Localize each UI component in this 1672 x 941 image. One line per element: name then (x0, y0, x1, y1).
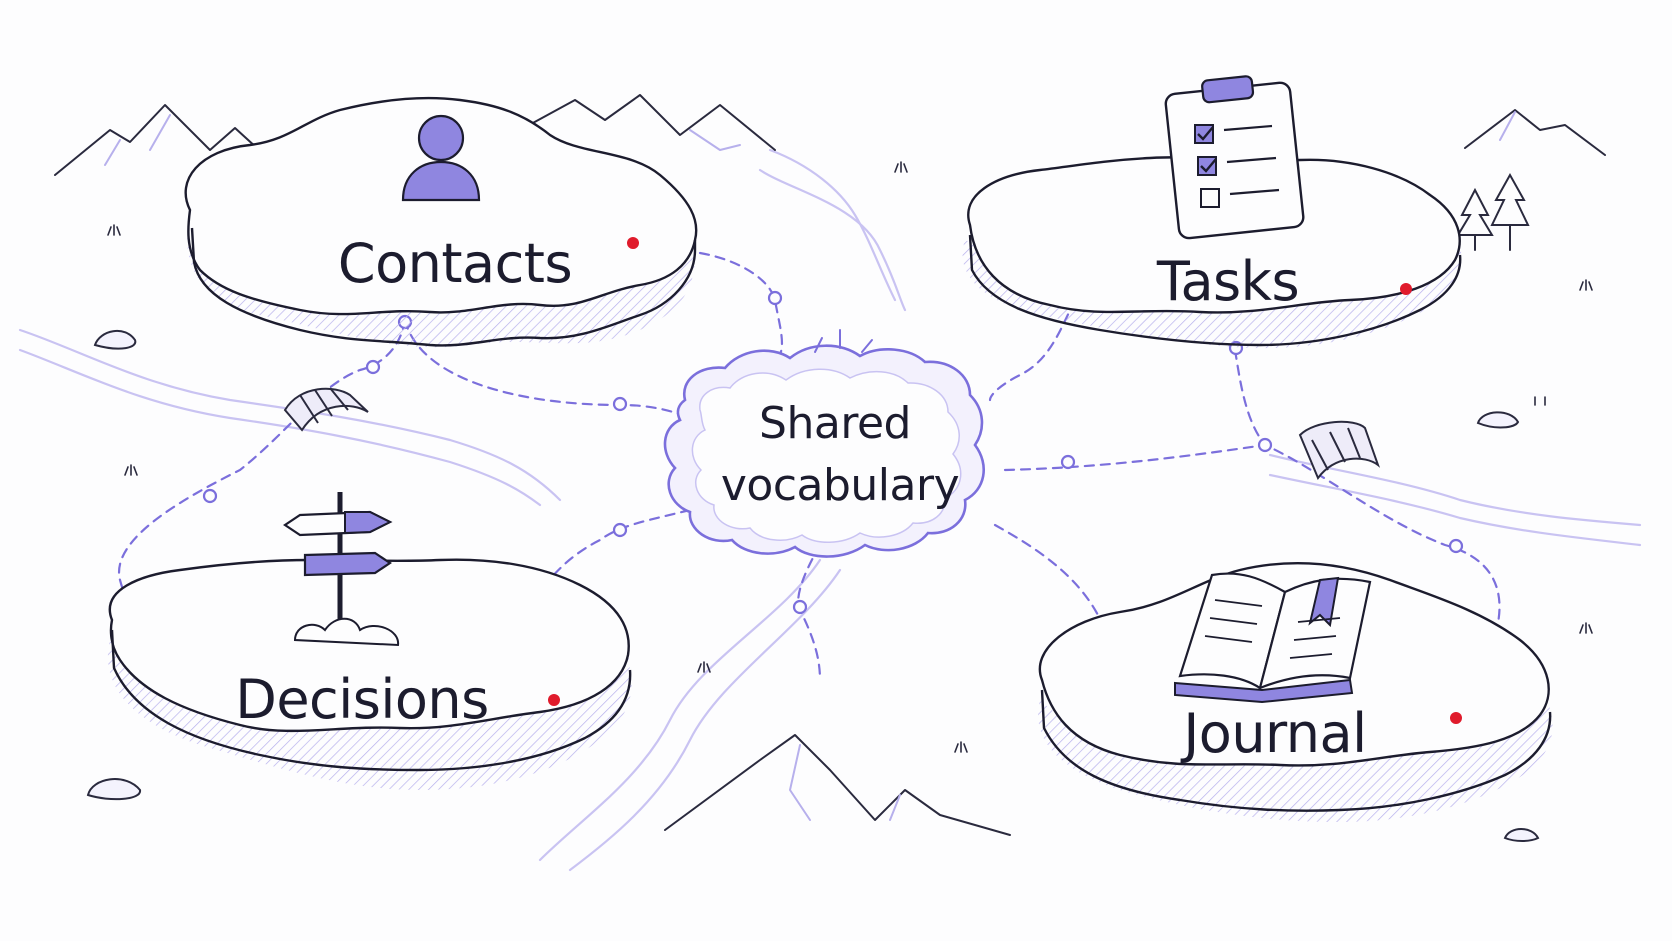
island-label: Decisions (235, 668, 489, 731)
hub-label-line1: Shared (759, 398, 911, 449)
mountain-top-left (54, 104, 271, 176)
rock (86, 778, 141, 801)
signpost-icon (283, 492, 400, 647)
mountain-bottom (664, 734, 1011, 836)
island-contacts[interactable]: Contacts (184, 96, 698, 348)
rock (93, 330, 137, 350)
emphasis-marks (814, 329, 873, 353)
connector-contacts-hub (403, 318, 692, 420)
connector-node (365, 359, 381, 375)
island-decisions[interactable]: Decisions (107, 492, 632, 790)
open-book-icon (1174, 572, 1372, 704)
connector-node (1257, 437, 1273, 453)
marker-dot (627, 237, 639, 249)
connector-node (612, 522, 628, 538)
clipboard-checklist-icon (1164, 75, 1305, 240)
connector-node (1060, 454, 1076, 470)
connector-node (1448, 538, 1464, 554)
rock (1503, 828, 1540, 842)
rocks (86, 330, 1540, 842)
island-label: Contacts (338, 232, 572, 295)
island-journal[interactable]: Journal (1038, 561, 1553, 822)
connector-contacts-decisions (117, 318, 407, 617)
connector-node (767, 290, 783, 306)
connector-tasks-bridge (1233, 348, 1267, 447)
mountain-top-right (1464, 109, 1606, 156)
mountains (54, 94, 1606, 836)
island-label: Tasks (1156, 250, 1299, 313)
pine-trees-icon (1456, 172, 1530, 251)
river-bottom (538, 558, 822, 862)
river-top (758, 168, 907, 312)
hub-shared-vocabulary[interactable]: Shared vocabulary (663, 329, 985, 558)
person-icon (401, 114, 481, 202)
bridge-icon (1298, 420, 1381, 481)
mountain-top-center (519, 94, 776, 151)
marker-dot (1450, 712, 1462, 724)
connector-hub-journal (993, 523, 1107, 632)
grass-tufts (107, 161, 1593, 753)
connector-tasks-hub (988, 298, 1077, 402)
rock (1476, 411, 1520, 429)
hub-label-line2: vocabulary (721, 460, 959, 511)
marker-dot (548, 694, 560, 706)
connector-node (792, 599, 808, 615)
connector-node (612, 396, 628, 412)
island-label: Journal (1180, 702, 1366, 765)
connector-node (202, 488, 218, 504)
island-tasks[interactable]: Tasks (962, 75, 1462, 349)
connector-hub-journal-right (1003, 443, 1501, 652)
bridge-icon (283, 387, 369, 432)
marker-dot (1400, 283, 1412, 295)
connector-contacts-hub-upper (698, 251, 784, 367)
